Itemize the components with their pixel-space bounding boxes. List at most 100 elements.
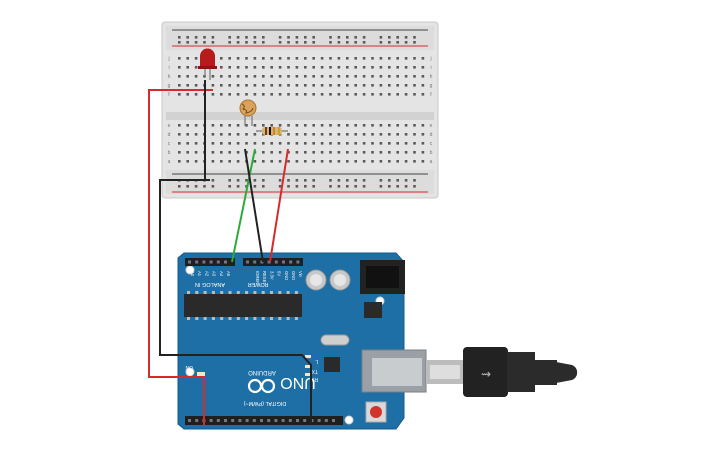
rail-hole[interactable] bbox=[329, 185, 332, 188]
reset-button[interactable] bbox=[365, 401, 387, 423]
breadboard-hole[interactable] bbox=[421, 142, 425, 145]
breadboard-hole[interactable] bbox=[379, 93, 383, 96]
header-pin[interactable] bbox=[317, 419, 321, 422]
rail-hole[interactable] bbox=[379, 36, 383, 39]
breadboard-hole[interactable] bbox=[396, 133, 399, 136]
breadboard-hole[interactable] bbox=[362, 75, 366, 78]
rail-hole[interactable] bbox=[346, 41, 349, 44]
breadboard-hole[interactable] bbox=[270, 142, 273, 145]
rail-hole[interactable] bbox=[388, 36, 391, 39]
breadboard-hole[interactable] bbox=[388, 75, 391, 78]
rail-hole[interactable] bbox=[396, 185, 399, 188]
header-pin[interactable] bbox=[246, 260, 249, 264]
rail-hole[interactable] bbox=[186, 36, 189, 39]
breadboard-hole[interactable] bbox=[354, 75, 357, 78]
breadboard-hole[interactable] bbox=[379, 57, 383, 60]
breadboard-hole[interactable] bbox=[228, 160, 231, 163]
header-pin[interactable] bbox=[253, 260, 257, 264]
breadboard-hole[interactable] bbox=[287, 133, 290, 136]
rail-hole[interactable] bbox=[354, 179, 357, 182]
rail-hole[interactable] bbox=[178, 41, 181, 44]
breadboard-hole[interactable] bbox=[388, 66, 391, 69]
rail-hole[interactable] bbox=[329, 36, 332, 39]
breadboard-hole[interactable] bbox=[295, 124, 299, 127]
header-pin[interactable] bbox=[202, 260, 206, 264]
breadboard-hole[interactable] bbox=[278, 75, 282, 78]
green-wire-a0[interactable] bbox=[231, 148, 256, 263]
breadboard-hole[interactable] bbox=[186, 57, 189, 60]
breadboard-hole[interactable] bbox=[228, 75, 231, 78]
breadboard-hole[interactable] bbox=[295, 93, 299, 96]
breadboard-hole[interactable] bbox=[228, 142, 231, 145]
breadboard-hole[interactable] bbox=[396, 151, 399, 154]
breadboard-hole[interactable] bbox=[354, 57, 357, 60]
breadboard-hole[interactable] bbox=[337, 142, 341, 145]
breadboard-hole[interactable] bbox=[220, 151, 223, 154]
breadboard-hole[interactable] bbox=[295, 160, 299, 163]
rail-hole[interactable] bbox=[278, 41, 282, 44]
breadboard-hole[interactable] bbox=[346, 124, 349, 127]
breadboard-hole[interactable] bbox=[337, 75, 341, 78]
rail-hole[interactable] bbox=[211, 41, 215, 44]
breadboard-hole[interactable] bbox=[312, 151, 315, 154]
breadboard-hole[interactable] bbox=[371, 93, 374, 96]
breadboard-hole[interactable] bbox=[388, 93, 391, 96]
header-pin[interactable] bbox=[296, 260, 300, 264]
breadboard-hole[interactable] bbox=[270, 66, 273, 69]
breadboard-hole[interactable] bbox=[329, 133, 332, 136]
breadboard-hole[interactable] bbox=[329, 93, 332, 96]
header-pin[interactable] bbox=[188, 260, 191, 264]
breadboard-hole[interactable] bbox=[253, 142, 257, 145]
breadboard-hole[interactable] bbox=[270, 160, 273, 163]
breadboard-hole[interactable] bbox=[236, 75, 240, 78]
rail-hole[interactable] bbox=[228, 179, 231, 182]
breadboard-hole[interactable] bbox=[278, 84, 282, 87]
breadboard-hole[interactable] bbox=[211, 151, 215, 154]
breadboard-hole[interactable] bbox=[220, 75, 223, 78]
breadboard-hole[interactable] bbox=[194, 151, 198, 154]
breadboard-hole[interactable] bbox=[236, 93, 240, 96]
breadboard-hole[interactable] bbox=[245, 142, 248, 145]
breadboard-hole[interactable] bbox=[295, 84, 299, 87]
breadboard-hole[interactable] bbox=[312, 57, 315, 60]
breadboard-hole[interactable] bbox=[194, 75, 198, 78]
breadboard-hole[interactable] bbox=[194, 142, 198, 145]
breadboard-hole[interactable] bbox=[270, 151, 273, 154]
rail-hole[interactable] bbox=[178, 36, 181, 39]
rail-hole[interactable] bbox=[354, 185, 357, 188]
rail-hole[interactable] bbox=[354, 36, 357, 39]
breadboard-hole[interactable] bbox=[421, 57, 425, 60]
breadboard-hole[interactable] bbox=[295, 133, 299, 136]
breadboard-hole[interactable] bbox=[228, 124, 231, 127]
breadboard-hole[interactable] bbox=[320, 57, 324, 60]
rail-hole[interactable] bbox=[404, 185, 408, 188]
breadboard-hole[interactable] bbox=[354, 142, 357, 145]
rail-hole[interactable] bbox=[404, 36, 408, 39]
breadboard-hole[interactable] bbox=[220, 84, 223, 87]
breadboard-hole[interactable] bbox=[312, 124, 315, 127]
breadboard-hole[interactable] bbox=[388, 133, 391, 136]
rail-hole[interactable] bbox=[253, 41, 257, 44]
rail-hole[interactable] bbox=[262, 185, 265, 188]
breadboard-hole[interactable] bbox=[320, 142, 324, 145]
header-pin[interactable] bbox=[332, 419, 335, 422]
breadboard-hole[interactable] bbox=[287, 93, 290, 96]
rail-hole[interactable] bbox=[245, 41, 248, 44]
breadboard-hole[interactable] bbox=[320, 66, 324, 69]
breadboard-hole[interactable] bbox=[388, 151, 391, 154]
breadboard-hole[interactable] bbox=[211, 160, 215, 163]
breadboard-hole[interactable] bbox=[396, 66, 399, 69]
breadboard-hole[interactable] bbox=[329, 57, 332, 60]
breadboard-hole[interactable] bbox=[354, 133, 357, 136]
breadboard-hole[interactable] bbox=[404, 66, 408, 69]
header-pin[interactable] bbox=[282, 260, 285, 264]
rail-hole[interactable] bbox=[203, 185, 206, 188]
breadboard-hole[interactable] bbox=[228, 84, 231, 87]
rail-hole[interactable] bbox=[236, 179, 240, 182]
power-header[interactable] bbox=[243, 258, 303, 266]
breadboard-hole[interactable] bbox=[220, 93, 223, 96]
breadboard-hole[interactable] bbox=[312, 142, 315, 145]
breadboard-hole[interactable] bbox=[396, 84, 399, 87]
breadboard-hole[interactable] bbox=[278, 93, 282, 96]
breadboard-hole[interactable] bbox=[262, 75, 265, 78]
